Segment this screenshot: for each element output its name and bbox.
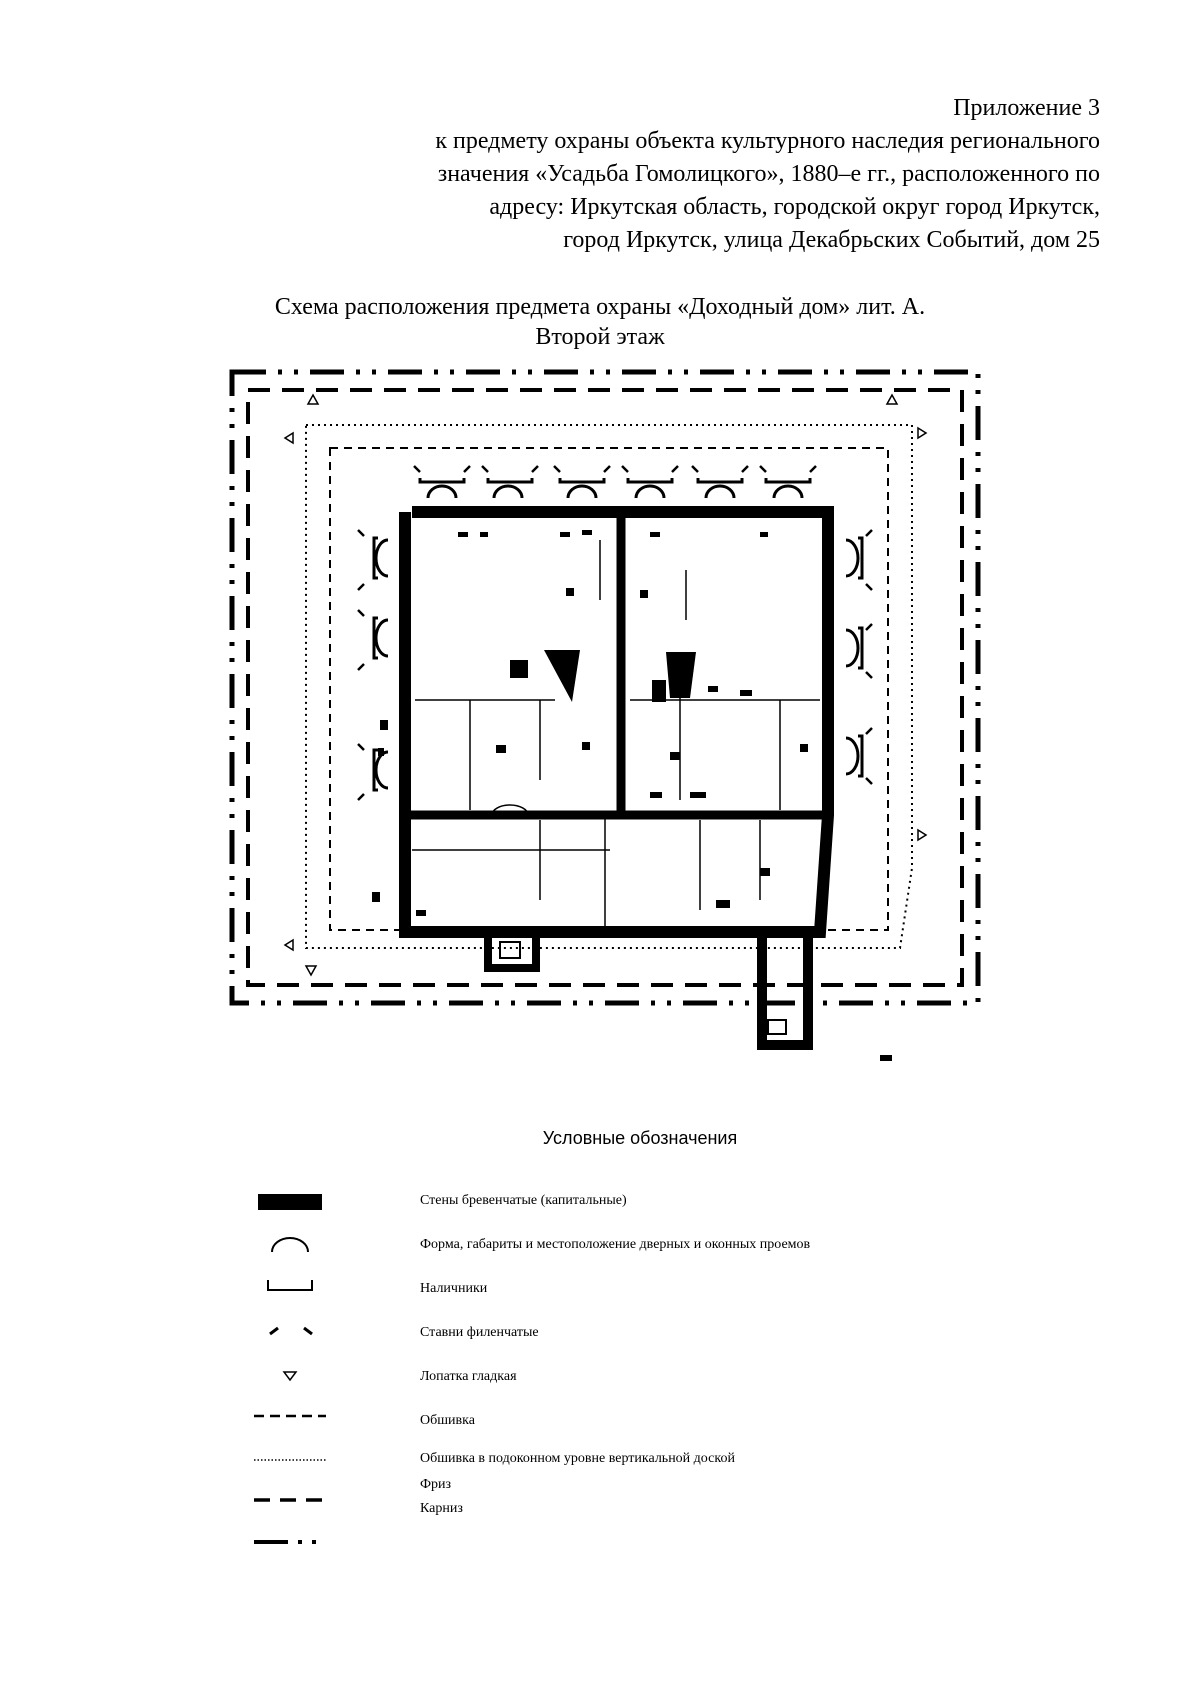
legend-arc-symbol bbox=[271, 1237, 309, 1253]
header-line-5: город Иркутск, улица Декабрьских Событий… bbox=[563, 227, 1100, 253]
capital-walls bbox=[399, 506, 834, 1050]
header-line-1: Приложение 3 bbox=[953, 95, 1100, 121]
legend-triangle-symbol bbox=[282, 1371, 298, 1382]
drawing-fragments bbox=[372, 530, 892, 1061]
schema-title: Схема расположения предмета охраны «Дохо… bbox=[0, 292, 1200, 352]
cornice-outline bbox=[229, 369, 981, 1006]
schema-title-main: Схема расположения предмета охраны «Дохо… bbox=[274, 294, 926, 320]
legend-label-frieze: Фриз bbox=[420, 1477, 452, 1492]
legend-label-pilaster: Лопатка гладкая bbox=[420, 1369, 517, 1384]
legend-label-walls: Стены бревенчатые (капитальные) bbox=[420, 1193, 627, 1208]
window-openings-top bbox=[418, 478, 812, 499]
shutters-sides bbox=[357, 529, 873, 801]
header-line-2: к предмету охраны объекта культурного на… bbox=[435, 128, 1100, 154]
interior-stoves bbox=[510, 650, 696, 702]
pilaster-markers bbox=[283, 393, 928, 977]
legend-dash-dot-symbol bbox=[254, 1540, 316, 1544]
legend-thick-wall-symbol bbox=[258, 1194, 322, 1210]
appendix-header: Приложение 3 к предмету охраны объекта к… bbox=[280, 92, 1100, 257]
legend-label-openings: Форма, габариты и местоположение дверных… bbox=[420, 1237, 811, 1252]
window-openings-left bbox=[372, 536, 389, 792]
header-line-4: адресу: Иркутская область, городской окр… bbox=[489, 194, 1100, 220]
interior-partitions bbox=[412, 540, 820, 932]
header-line-3: значения «Усадьба Гомолицкого», 1880–е г… bbox=[437, 161, 1100, 187]
sheathing-outline bbox=[329, 447, 889, 931]
legend-label-casings: Наличники bbox=[420, 1281, 488, 1296]
frieze-outline bbox=[246, 388, 964, 987]
shutters-top bbox=[413, 465, 817, 473]
legend-title: Условные обозначения bbox=[542, 1128, 738, 1148]
board-sheathing-outline bbox=[305, 424, 913, 949]
window-openings-right bbox=[845, 536, 864, 778]
legend-label-board-sheathing: Обшивка в подоконном уровне вертикальной… bbox=[420, 1451, 735, 1466]
floor-plan-drawing bbox=[229, 369, 981, 1061]
legend-bracket-symbol bbox=[267, 1280, 313, 1291]
legend-label-shutters: Ставни филенчатые bbox=[420, 1325, 539, 1340]
legend-label-cornice: Карниз bbox=[420, 1501, 463, 1516]
legend-label-sheathing: Обшивка bbox=[420, 1413, 475, 1428]
schema-title-floor: Второй этаж bbox=[535, 324, 665, 350]
legend-shutters-symbol bbox=[269, 1326, 313, 1336]
legend-symbols bbox=[254, 1194, 326, 1544]
